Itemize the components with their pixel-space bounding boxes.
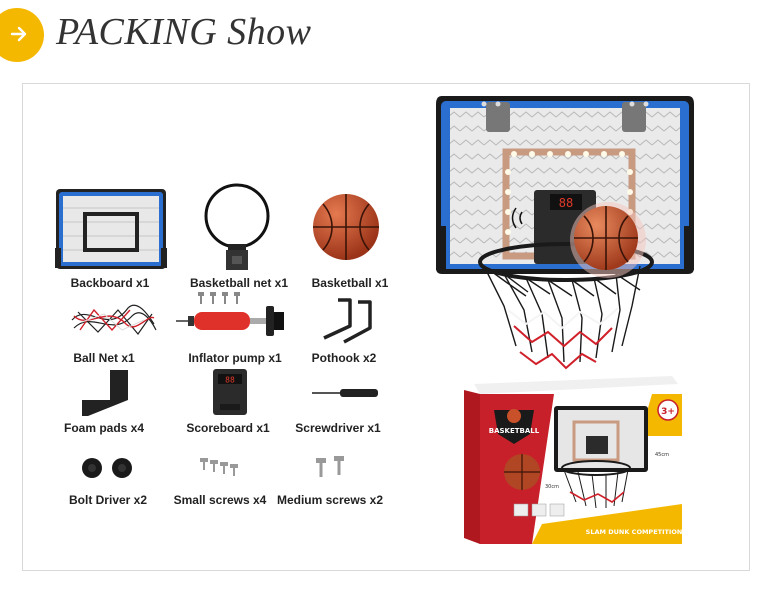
pothook-image xyxy=(323,298,372,344)
item-label-inflator-pump: Inflator pump x1 xyxy=(188,351,282,365)
item-label-basketball: Basketball x1 xyxy=(311,276,389,290)
item-label-basketball-net: Basketball net x1 xyxy=(189,276,289,290)
retail-box-image: BASKETBALL 3+ 45cm 30cm SLAM DUNK COMPET… xyxy=(464,376,683,544)
backboard-image xyxy=(55,189,167,269)
header-arrow-badge xyxy=(0,8,44,62)
box-dimension-2: 30cm xyxy=(545,484,559,490)
packing-frame xyxy=(22,83,750,571)
screwdriver-image xyxy=(312,389,378,397)
item-label-medium-screws: Medium screws x2 xyxy=(276,493,384,507)
item-label-backboard: Backboard x1 xyxy=(70,276,150,290)
item-label-scoreboard: Scoreboard x1 xyxy=(186,421,270,435)
item-label-pothook: Pothook x2 xyxy=(311,351,377,365)
basketball-image xyxy=(313,194,379,260)
item-label-foam-pads: Foam pads x4 xyxy=(63,421,145,435)
box-age-badge: 3+ xyxy=(661,407,675,417)
item-label-bolt-driver: Bolt Driver x2 xyxy=(68,493,148,507)
basketball-net-rim-image xyxy=(204,183,270,270)
assembled-hoop-image: 88 xyxy=(436,96,694,370)
page-title: PACKING Show xyxy=(56,11,312,53)
item-label-small-screws: Small screws x4 xyxy=(173,493,267,507)
foam-pads-image xyxy=(82,370,128,416)
inflator-pump-image xyxy=(176,292,284,336)
ball-net-image xyxy=(71,304,157,335)
bolt-driver-image xyxy=(82,458,132,478)
box-footer-text: SLAM DUNK COMPETITION xyxy=(586,528,683,536)
medium-screws-image xyxy=(316,456,344,477)
arrow-right-icon xyxy=(10,26,27,42)
scoreboard-image: 88 xyxy=(213,369,247,415)
small-screws-image xyxy=(200,458,238,476)
box-brand-text: BASKETBALL xyxy=(489,427,540,435)
item-label-screwdriver: Screwdriver x1 xyxy=(295,421,381,435)
item-label-ball-net: Ball Net x1 xyxy=(73,351,135,365)
box-dimension-1: 45cm xyxy=(655,452,669,458)
product-score-display: 88 xyxy=(559,196,573,210)
svg-text:88: 88 xyxy=(225,376,235,385)
